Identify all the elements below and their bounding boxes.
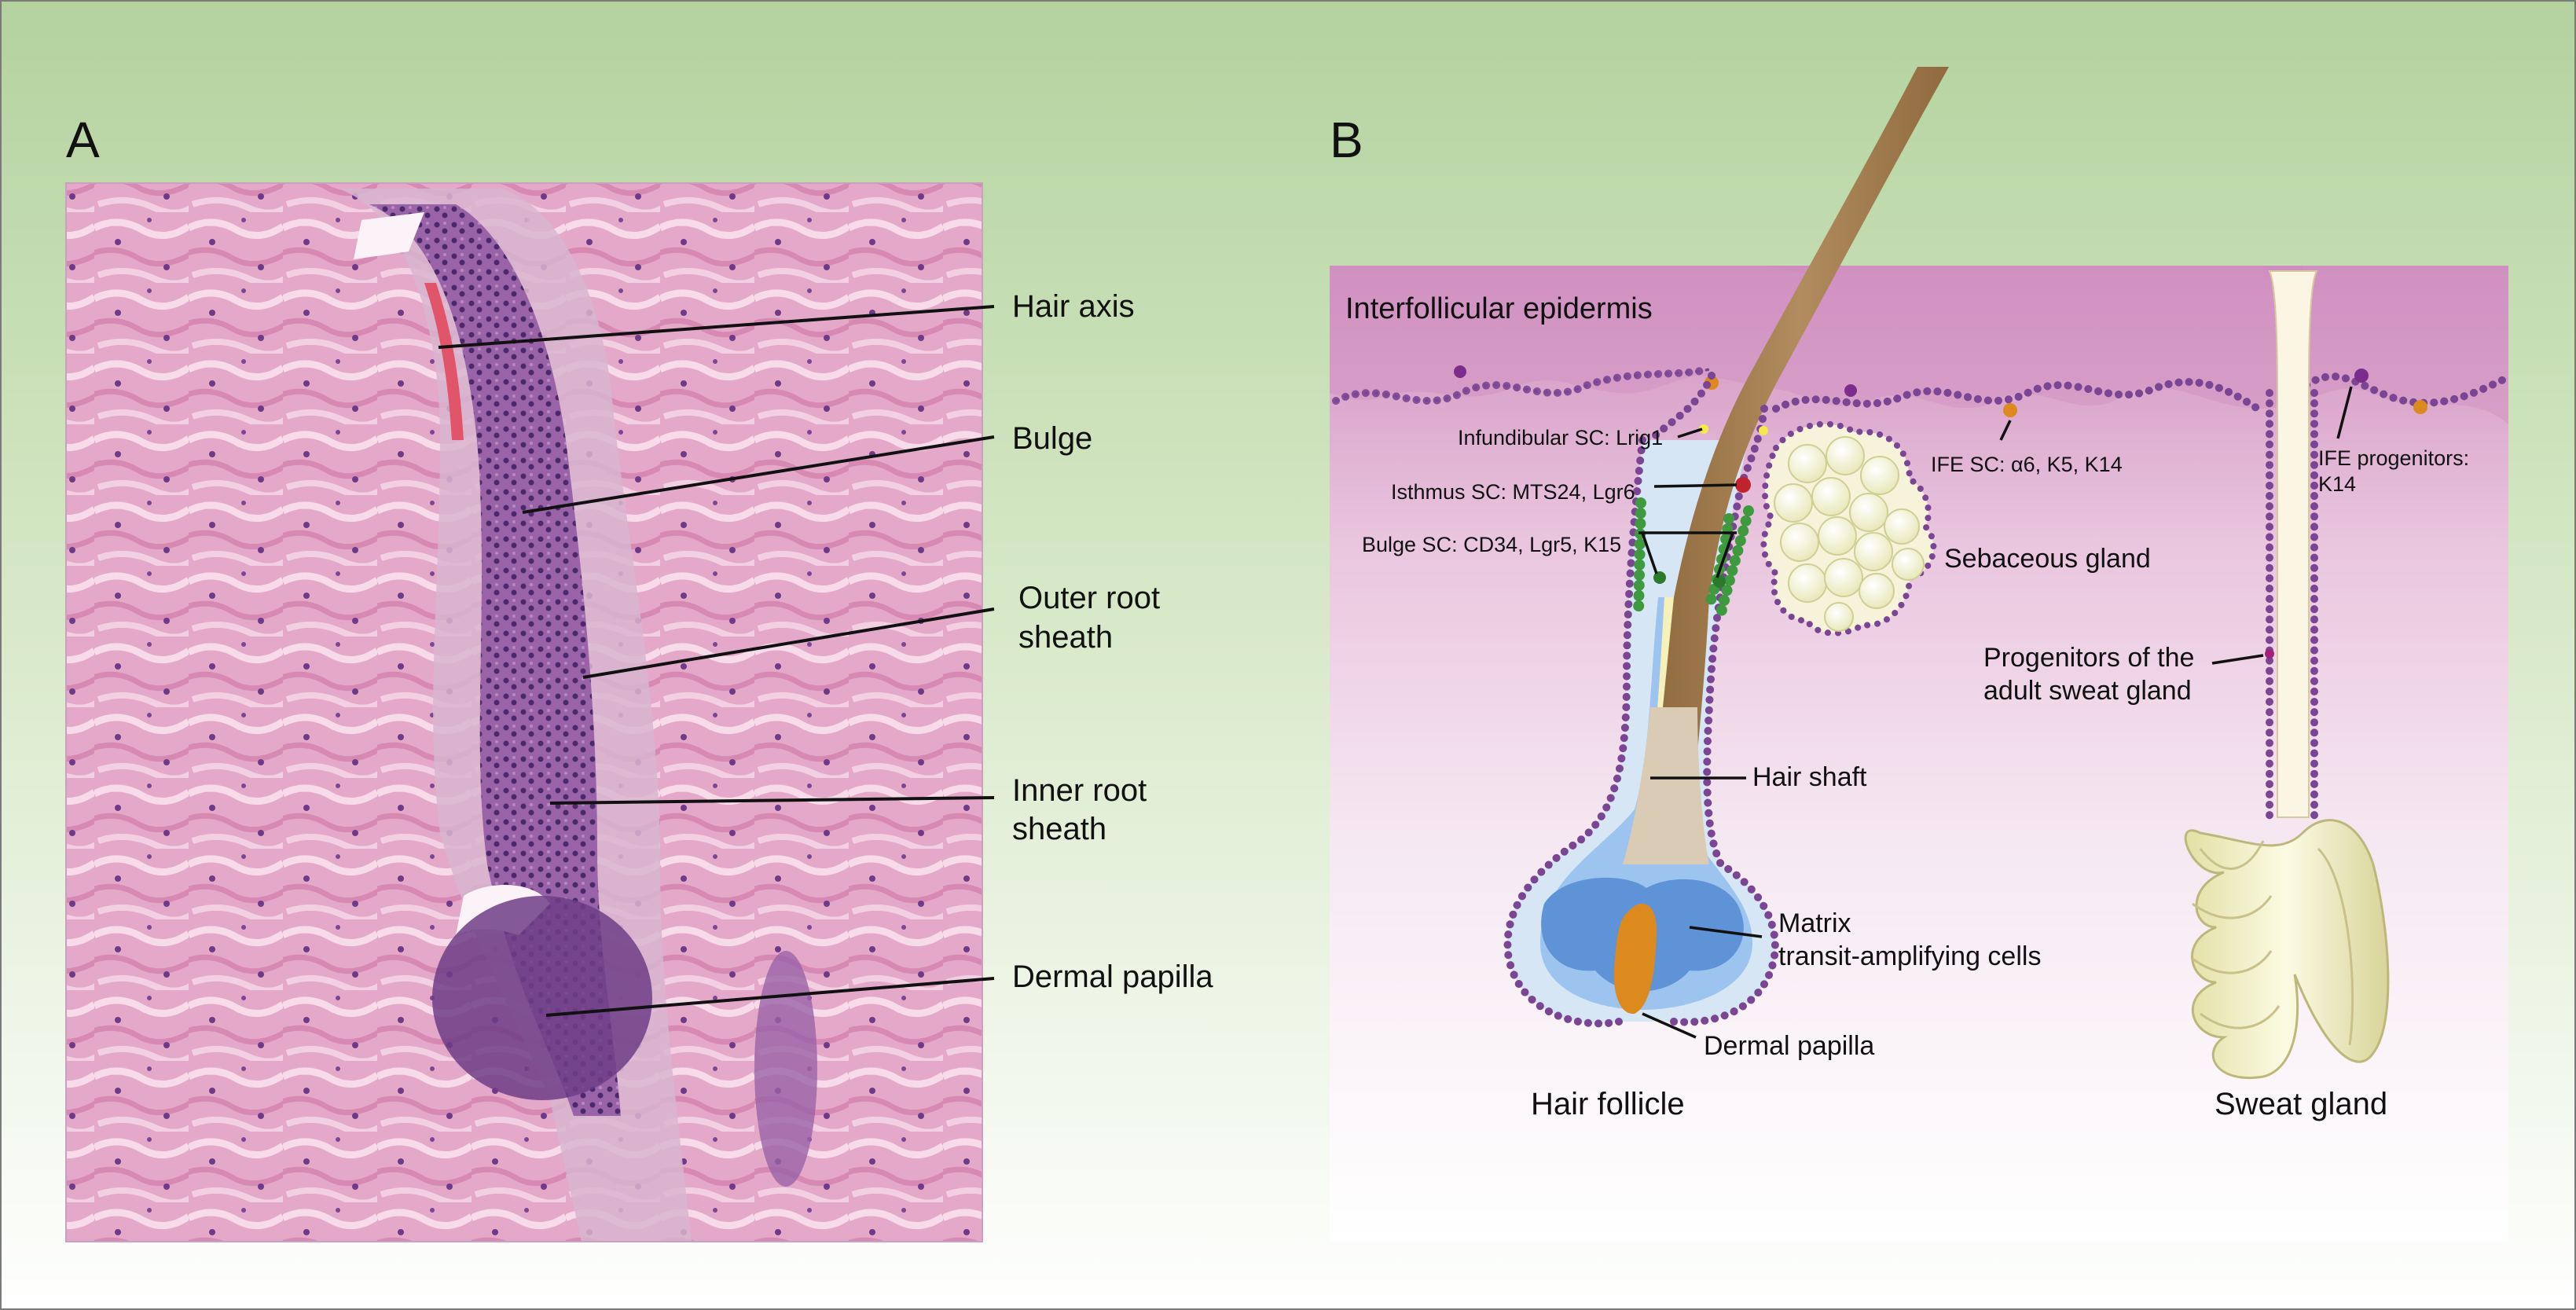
label-dermal-papilla-b: Dermal papilla (1704, 1031, 1874, 1061)
label-sweat-progenitors-2: adult sweat gland (1983, 676, 2192, 706)
histology-micrograph (65, 182, 983, 1242)
label-ife-progenitors-1: IFE progenitors: (2318, 446, 2469, 470)
basal-layer-middle (1772, 378, 2267, 416)
ife-progenitor-cell (2354, 369, 2369, 383)
sweat-progenitor-cell (2265, 649, 2274, 659)
label-dermal-papilla-a: Dermal papilla (1012, 960, 1213, 994)
ife-marker-cell (1454, 365, 1466, 378)
panel-a-letter: A (66, 112, 100, 168)
label-inner-root-2: sheath (1012, 812, 1106, 846)
label-hair-shaft: Hair shaft (1752, 762, 1867, 792)
sweat-gland (2184, 270, 2390, 1079)
label-matrix-1: Matrix (1778, 908, 1851, 938)
label-isthmus-sc: Isthmus SC: MTS24, Lgr6 (1391, 480, 1635, 504)
isthmus-sc-cell (1735, 477, 1751, 493)
label-hair-follicle: Hair follicle (1531, 1087, 1685, 1121)
sebaceous-gland (1760, 420, 1937, 637)
panel-a-leaders (438, 305, 995, 1017)
label-infundibular-sc: Infundibular SC: Lrig1 (1458, 426, 1663, 450)
label-outer-root-1: Outer root (1018, 581, 1160, 615)
label-bulge-sc: Bulge SC: CD34, Lgr5, K15 (1362, 533, 1621, 556)
label-inner-root-1: Inner root (1012, 773, 1147, 808)
panel-b-letter: B (1330, 112, 1363, 168)
basal-layer-right (2303, 372, 2512, 407)
label-outer-root-2: sheath (1018, 620, 1113, 655)
label-interfollicular-epidermis: Interfollicular epidermis (1345, 292, 1653, 325)
ife-marker-cell (2413, 400, 2427, 414)
panel-b-leaders (1638, 386, 2353, 1039)
label-ife-sc: IFE SC: α6, K5, K14 (1931, 453, 2123, 476)
dermal-papilla-drawing (1613, 904, 1657, 1015)
epidermis-band (1330, 266, 2508, 424)
label-hair-axis: Hair axis (1012, 289, 1135, 324)
label-bulge: Bulge (1012, 421, 1092, 456)
label-ife-progenitors-2: K14 (2318, 472, 2356, 496)
ife-marker-cell (1844, 384, 1857, 397)
hair-follicle (1503, 67, 1949, 1028)
label-sweat-gland: Sweat gland (2215, 1087, 2387, 1121)
ife-sc-cell (2003, 403, 2017, 417)
label-matrix-2: transit-amplifying cells (1778, 941, 2041, 971)
label-sebaceous-gland: Sebaceous gland (1944, 544, 2151, 574)
label-sweat-progenitors-1: Progenitors of the (1983, 643, 2194, 673)
